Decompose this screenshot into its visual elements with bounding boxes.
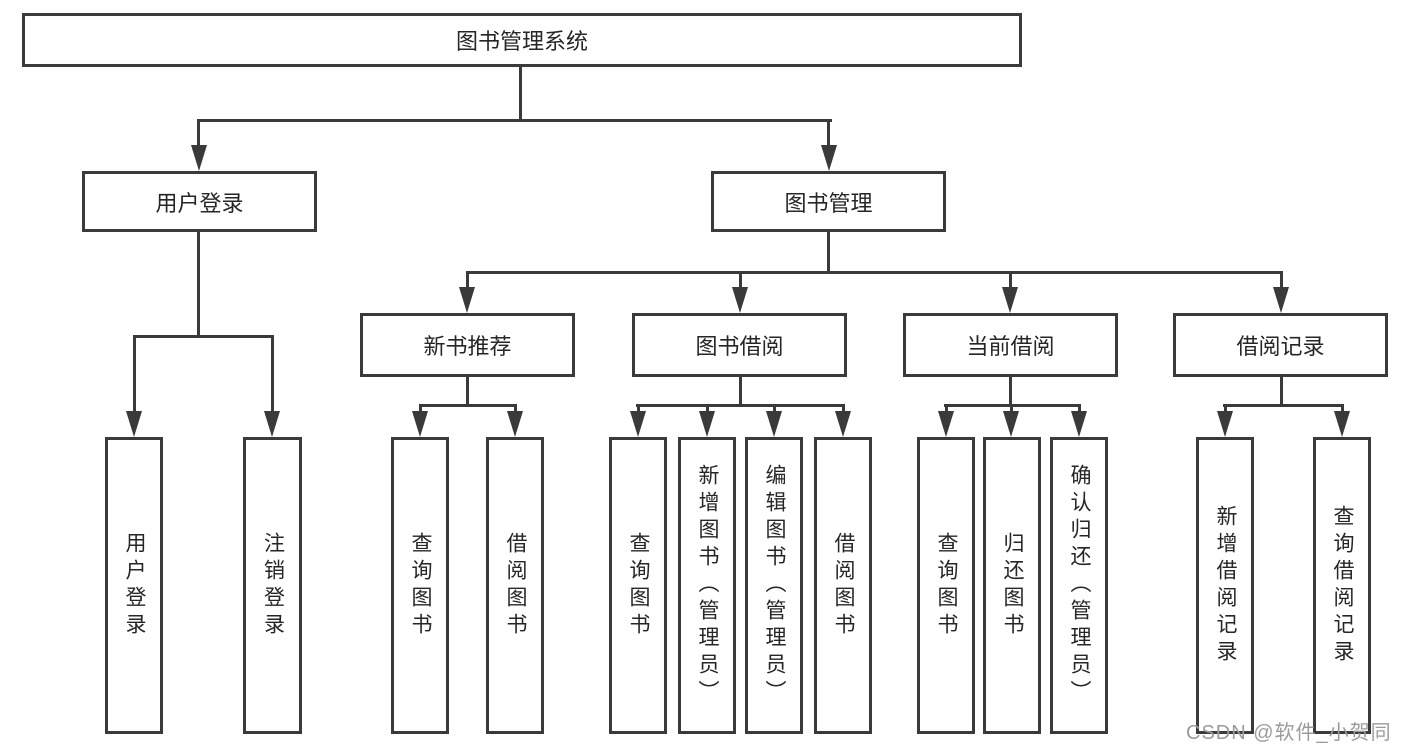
connector-groupB-trunk: [739, 375, 742, 407]
arrowhead-book-mgmt: [821, 145, 837, 171]
node-user-login: 用户登录: [82, 171, 317, 232]
connector-drop-book-borrow: [739, 271, 742, 291]
node-new-book-recommend: 新书推荐: [360, 313, 575, 377]
connector-drop-B2: [706, 404, 709, 414]
connector-book-mgmt-trunk: [827, 232, 830, 274]
leaf-add-books-admin: 新增图书（管理员）: [678, 437, 736, 734]
arrowhead-B4: [835, 411, 851, 437]
leaf-return-books: 归还图书: [983, 437, 1041, 734]
arrowhead-current-borrow: [1002, 287, 1018, 313]
arrowhead-B1: [630, 411, 646, 437]
connector-level1-rail: [198, 119, 832, 122]
arrowhead-D1: [1217, 411, 1233, 437]
connector-drop-new-book: [466, 271, 469, 291]
arrowhead-B3: [766, 411, 782, 437]
leaf-query-books-recommend: 查询图书: [391, 437, 449, 734]
arrowhead-leaf-login: [126, 411, 142, 437]
arrowhead-book-borrow: [732, 287, 748, 313]
node-root-library-system: 图书管理系统: [22, 13, 1022, 67]
arrowhead-A2: [507, 411, 523, 437]
node-book-borrowing: 图书借阅: [632, 313, 847, 377]
connector-drop-user-login: [197, 119, 200, 149]
connector-drop-C3: [1078, 404, 1081, 414]
arrowhead-B2: [699, 411, 715, 437]
connector-drop-borrow-records: [1280, 271, 1283, 291]
arrowhead-leaf-logout: [264, 411, 280, 437]
connector-drop-leaf-logout: [271, 335, 274, 412]
arrowhead-C1: [938, 411, 954, 437]
arrowhead-user-login: [191, 145, 207, 171]
arrowhead-C3: [1071, 411, 1087, 437]
leaf-confirm-return-admin: 确认归还（管理员）: [1050, 437, 1108, 734]
node-current-borrowing: 当前借阅: [903, 313, 1118, 377]
connector-drop-A1: [419, 404, 422, 414]
connector-drop-B3: [773, 404, 776, 414]
connector-level3-rail: [466, 271, 1283, 274]
connector-drop-D1: [1224, 404, 1227, 414]
node-book-management: 图书管理: [711, 171, 946, 232]
connector-groupC-trunk: [1009, 375, 1012, 407]
leaf-query-borrow-record: 查询借阅记录: [1313, 437, 1371, 734]
leaf-logout: 注销登录: [243, 437, 302, 734]
connector-drop-book-mgmt: [827, 119, 830, 149]
connector-drop-A2: [514, 404, 517, 414]
node-borrowing-records: 借阅记录: [1173, 313, 1388, 377]
leaf-edit-books-admin: 编辑图书（管理员）: [745, 437, 803, 734]
connector-root-trunk: [519, 66, 522, 120]
connector-groupB-rail: [636, 404, 844, 407]
leaf-query-books-borrowing: 查询图书: [609, 437, 667, 734]
connector-drop-current-borrow: [1009, 271, 1012, 291]
arrowhead-C2: [1003, 411, 1019, 437]
connector-groupD-rail: [1223, 404, 1344, 407]
leaf-query-books-current: 查询图书: [917, 437, 975, 734]
connector-drop-C2: [1010, 404, 1013, 414]
connector-drop-leaf-login: [133, 335, 136, 412]
leaf-borrow-books-recommend: 借阅图书: [486, 437, 544, 734]
connector-drop-B1: [637, 404, 640, 414]
arrowhead-A1: [412, 411, 428, 437]
connector-groupD-trunk: [1280, 375, 1283, 407]
connector-user-login-trunk: [197, 232, 200, 337]
connector-drop-D2: [1341, 404, 1344, 414]
connector-groupA-rail: [419, 404, 517, 407]
connector-drop-C1: [945, 404, 948, 414]
leaf-add-borrow-record: 新增借阅记录: [1196, 437, 1254, 734]
leaf-user-login: 用户登录: [105, 437, 163, 734]
connector-drop-B4: [842, 404, 845, 414]
connector-user-login-rail: [133, 335, 274, 338]
leaf-borrow-books: 借阅图书: [814, 437, 872, 734]
arrowhead-new-book: [459, 287, 475, 313]
connector-groupA-trunk: [466, 375, 469, 407]
arrowhead-borrow-records: [1273, 287, 1289, 313]
arrowhead-D2: [1334, 411, 1350, 437]
csdn-watermark: CSDN @软件_小贺同学: [1186, 722, 1392, 744]
